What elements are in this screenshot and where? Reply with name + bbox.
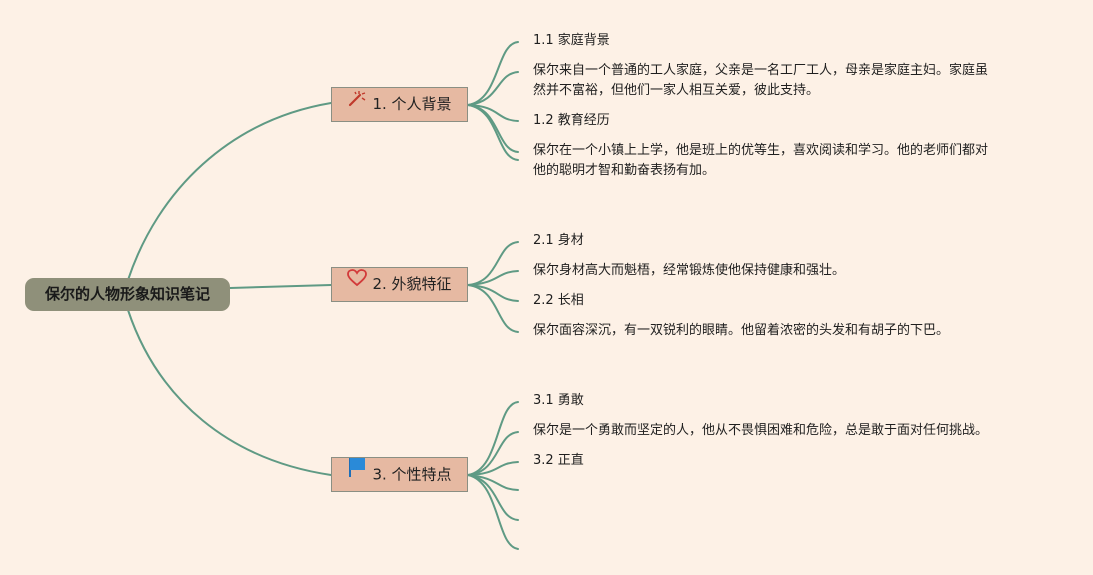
connector-b3-leaf-1 [467, 401, 519, 476]
connector-b1-bottom [467, 104, 519, 161]
heart-icon [347, 266, 368, 299]
subtopic-family-background[interactable]: 1.1 家庭背景 [533, 33, 610, 48]
note-looks[interactable]: 保尔面容深沉，有一双锐利的眼睛。他留着浓密的头发和有胡子的下巴。 [533, 323, 950, 338]
note-line: 然并不富裕，但他们一家人相互关爱，彼此支持。 [533, 83, 820, 98]
note-build[interactable]: 保尔身材高大而魁梧，经常锻炼使他保持健康和强壮。 [533, 263, 846, 278]
connector-b3-leaf-3 [467, 461, 519, 476]
connector-b2-leaf-3 [467, 284, 519, 302]
connector-b1-leaf-1 [467, 41, 519, 106]
connector-root-branch-3 [127, 309, 332, 476]
connector-b2-leaf-4 [467, 284, 519, 333]
root-topic[interactable]: 保尔的人物形象知识笔记 [25, 278, 230, 311]
connector-b3-leaf-4 [467, 474, 519, 491]
branch-topic-appearance[interactable]: 2. 外貌特征 [331, 267, 468, 302]
note-line: 保尔来自一个普通的工人家庭，父亲是一名工厂工人，母亲是家庭主妇。家庭虽 [533, 63, 989, 78]
subtopic-integrity[interactable]: 3.2 正直 [533, 453, 584, 468]
note-education[interactable]: 保尔在一个小镇上上学，他是班上的优等生，喜欢阅读和学习。他的老师们都对 他的聪明… [533, 141, 988, 181]
note-bravery[interactable]: 保尔是一个勇敢而坚定的人，他从不畏惧困难和危险，总是敢于面对任何挑战。 [533, 423, 989, 438]
branch-label: 3. 个性特点 [372, 465, 452, 484]
connector-b3-leaf-2 [467, 431, 519, 476]
subtopic-education[interactable]: 1.2 教育经历 [533, 113, 610, 128]
branch-label: 2. 外貌特征 [372, 275, 452, 293]
subtopic-looks[interactable]: 2.2 长相 [533, 293, 584, 308]
connector-b1-leaf-2 [467, 71, 519, 106]
note-family-background[interactable]: 保尔来自一个普通的工人家庭，父亲是一名工厂工人，母亲是家庭主妇。家庭虽 然并不富… [533, 61, 988, 101]
branch-topic-personality[interactable]: 3. 个性特点 [331, 457, 468, 492]
subtopic-bravery[interactable]: 3.1 勇敢 [533, 393, 584, 408]
connector-root-branch-2 [229, 284, 332, 289]
connector-b3-leaf-6 [467, 474, 519, 550]
connector-b2-leaf-1 [467, 241, 519, 286]
branch-label: 1. 个人背景 [372, 95, 452, 113]
note-line: 保尔在一个小镇上上学，他是班上的优等生，喜欢阅读和学习。他的老师们都对 [533, 143, 989, 158]
sparkle-wand-icon [347, 86, 367, 119]
connector-b3-leaf-5 [467, 474, 519, 521]
flag-icon [347, 456, 367, 490]
connector-b1-leaf-4 [467, 104, 519, 153]
connector-root-branch-1 [127, 102, 332, 281]
subtopic-build[interactable]: 2.1 身材 [533, 233, 584, 248]
branch-topic-background[interactable]: 1. 个人背景 [331, 87, 468, 122]
connector-b1-leaf-3 [467, 104, 519, 122]
note-line: 他的聪明才智和勤奋表扬有加。 [533, 163, 716, 178]
connector-b2-leaf-2 [467, 270, 519, 286]
